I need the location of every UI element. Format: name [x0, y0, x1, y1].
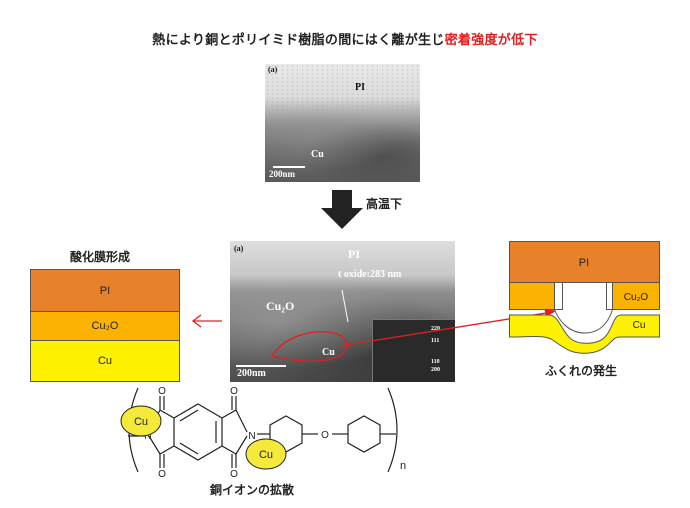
bottom-scale-bar [236, 365, 286, 367]
oxide-layer-cu: Cu [31, 341, 179, 381]
carbonyl-o-2: O [230, 386, 238, 397]
cu-badge-2-label: Cu [259, 449, 273, 461]
oxide-layer-stack: PI Cu₂O Cu [30, 269, 180, 382]
phenyl-ring-2 [347, 415, 381, 453]
bottom-micrograph: 220 111 110 200 (a) PI t oxide:283 nm Cu… [230, 241, 455, 382]
oxide-layer-cu2o: Cu₂O [31, 311, 179, 341]
title-highlight: 密着強度が低下 [444, 33, 538, 48]
bottom-cu-label: Cu [322, 347, 335, 358]
cu-texture [265, 110, 420, 182]
blister-pi-label: PI [579, 257, 589, 269]
inset-label-3: 110 [431, 359, 440, 365]
bottom-panel-label: (a) [234, 244, 244, 253]
imide-n-left: N [144, 431, 151, 442]
bottom-scale-label: 200nm [237, 368, 266, 379]
blister-void [553, 282, 614, 334]
blister-caption: ふくれの発生 [545, 364, 618, 378]
blister-cu2o-label: Cu₂O [624, 292, 649, 303]
blister-diagram: PI Cu₂O Cu [509, 241, 660, 354]
repeat-subscript: n [400, 460, 406, 472]
cu-badge-2 [245, 438, 287, 470]
blister-cu2o-left [509, 282, 555, 310]
molecule-caption: 銅イオンの拡散 [210, 483, 295, 497]
blister-cu-layer [509, 314, 660, 354]
title-main: 熱により銅とポリイミド樹脂の間にはく離が生じ [152, 33, 445, 48]
bottom-cu2o-label: Cu₂O [266, 299, 295, 313]
right-bracket [387, 387, 398, 473]
imide-n-right: N [248, 431, 255, 442]
inset-label-4: 200 [431, 367, 440, 373]
oxide-layer-pi: PI [31, 270, 179, 311]
carbonyl-o-4: O [230, 469, 238, 480]
top-micrograph: (a) PI Cu 200nm [265, 64, 420, 182]
central-benzene [173, 403, 223, 461]
oxide-caption: 酸化膜形成 [70, 250, 131, 264]
carbonyl-o-1: O [158, 386, 166, 397]
blister-cu2o-right [612, 282, 660, 310]
blister-highlight-outline [270, 331, 348, 362]
top-scale-label: 200nm [269, 169, 296, 179]
blister-cu-label: Cu [633, 320, 646, 331]
inset-label-1: 220 [431, 326, 440, 332]
oxide-pointer-head [191, 314, 202, 328]
top-cu-label: Cu [311, 149, 324, 160]
carbonyl-o-3: O [158, 469, 166, 480]
top-scale-bar [273, 166, 305, 168]
page-title: 熱により銅とポリイミド樹脂の間にはく離が生じ密着強度が低下 [0, 29, 690, 48]
bottom-pi-label: PI [348, 247, 360, 261]
top-panel-label: (a) [268, 65, 278, 74]
inset-label-2: 111 [431, 338, 440, 344]
arrow-label: 高温下 [366, 197, 403, 211]
down-arrow [321, 190, 363, 229]
blister-pi-layer [509, 241, 660, 283]
pi-texture [265, 64, 420, 110]
cu-badge-1 [120, 405, 162, 437]
ether-o: O [321, 430, 329, 441]
cu-badge-1-label: Cu [134, 416, 148, 428]
oxide-thickness-arrow [341, 289, 349, 323]
bottom-thickness-label: t oxide:283 nm [338, 269, 402, 280]
top-pi-label: PI [355, 82, 365, 93]
